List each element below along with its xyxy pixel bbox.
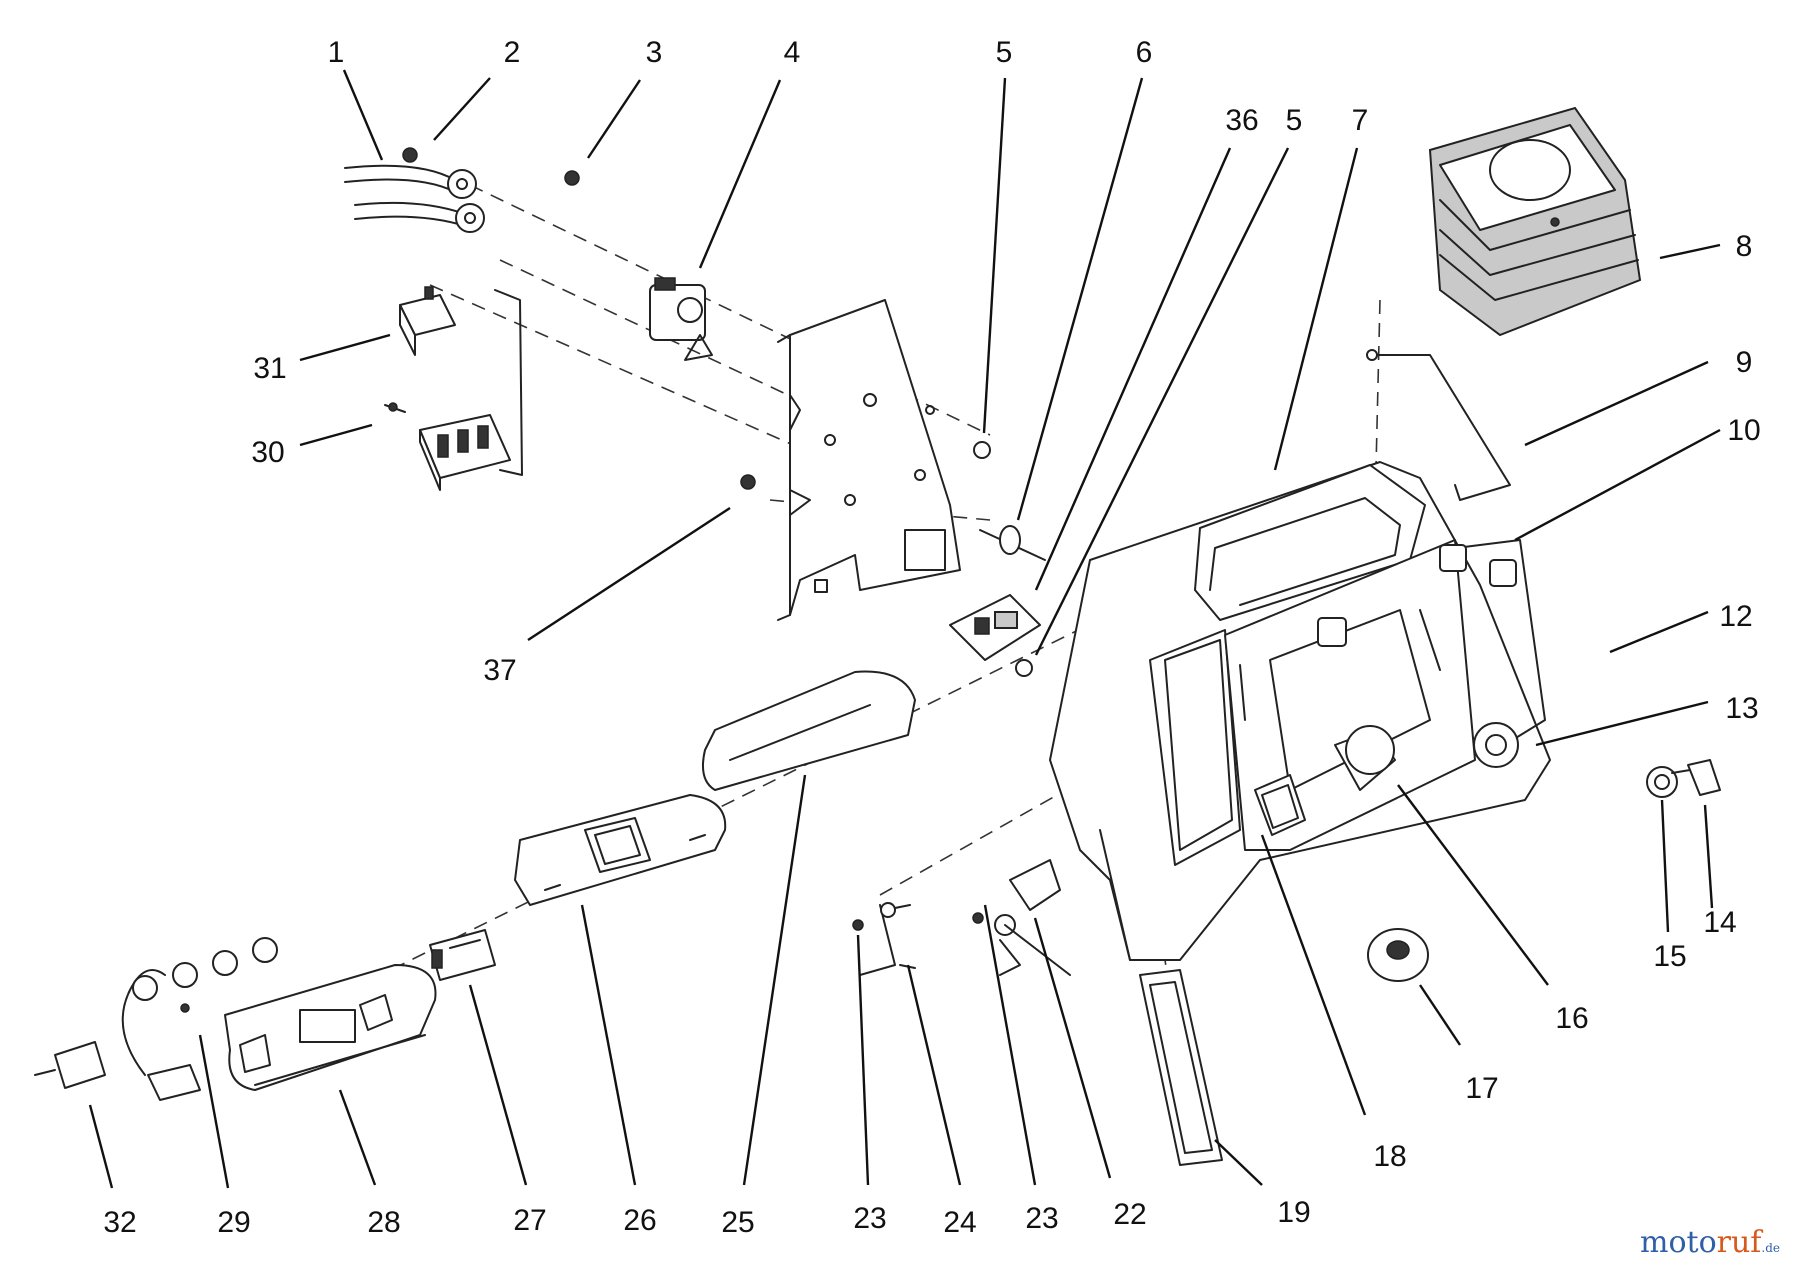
watermark-part2: ruf (1717, 1225, 1764, 1260)
callout-8: 8 (1736, 230, 1753, 263)
grommet (1646, 766, 1678, 798)
vent-strip (1139, 969, 1223, 1166)
small-bracket (147, 1003, 201, 1101)
light-lens (1254, 774, 1306, 836)
callout-27: 27 (513, 1204, 546, 1237)
rocker-switch (429, 929, 496, 981)
callout-18: 18 (1373, 1140, 1406, 1173)
callout-17: 17 (1465, 1072, 1498, 1105)
watermark-suffix: .de (1761, 1241, 1780, 1255)
screw (852, 919, 864, 931)
fuse-panel-outline (494, 289, 523, 476)
callout-36: 36 (1225, 104, 1258, 137)
callout-4: 4 (784, 36, 801, 69)
callout-29: 29 (217, 1206, 250, 1239)
lamp-socket (34, 937, 278, 1089)
leader-lines (88, 69, 1721, 1189)
knob (1367, 928, 1429, 982)
rod (1374, 354, 1511, 501)
lever-bracket (859, 902, 916, 976)
fuse-block (384, 402, 511, 491)
callout-24: 24 (943, 1206, 976, 1239)
dash-panel (1049, 461, 1551, 961)
callout-23-second: 23 (1025, 1202, 1058, 1235)
callout-7: 7 (1352, 104, 1369, 137)
callout-30: 30 (251, 436, 284, 469)
callout-32: 32 (103, 1206, 136, 1239)
callout-3: 3 (646, 36, 663, 69)
callout-16: 16 (1555, 1002, 1588, 1035)
screw (1015, 659, 1033, 677)
callout-25: 25 (721, 1206, 754, 1239)
callout-15: 15 (1653, 940, 1686, 973)
mounting-bracket (777, 299, 961, 621)
callout-19: 19 (1277, 1196, 1310, 1229)
trim-panel (702, 670, 916, 791)
hood-cover (1428, 106, 1642, 337)
wire-harness (344, 147, 485, 233)
callout-5-second: 5 (1286, 104, 1303, 137)
screw (973, 441, 991, 459)
callout-2: 2 (504, 36, 521, 69)
callout-23: 23 (853, 1202, 886, 1235)
ignition-switch (1334, 725, 1396, 791)
callout-13: 13 (1725, 692, 1758, 725)
relay (399, 286, 456, 356)
callout-numbers: 1 2 3 4 5 6 36 5 7 8 9 10 12 13 14 15 16… (103, 36, 1760, 1239)
callout-31: 31 (253, 352, 286, 385)
callout-14: 14 (1703, 906, 1736, 939)
callout-1: 1 (328, 36, 345, 69)
cable-grommet (979, 525, 1046, 561)
light-bar (224, 964, 437, 1091)
nut (740, 474, 756, 490)
callout-6: 6 (1136, 36, 1153, 69)
watermark-part1: moto (1640, 1225, 1717, 1260)
lever-assembly (994, 859, 1071, 976)
callout-9: 9 (1736, 346, 1753, 379)
nut (564, 170, 580, 186)
key (1671, 759, 1721, 796)
callout-37: 37 (483, 654, 516, 687)
callout-22: 22 (1113, 1198, 1146, 1231)
light-housing (514, 794, 727, 906)
watermark-logo: motoruf.de (1640, 1225, 1780, 1260)
switch (649, 277, 713, 361)
callout-28: 28 (367, 1206, 400, 1239)
svg-text:motoruf.de: motoruf.de (1640, 1225, 1780, 1260)
connector (949, 594, 1041, 661)
callout-12: 12 (1719, 600, 1752, 633)
callout-10: 10 (1727, 414, 1760, 447)
screw (972, 912, 984, 924)
callout-5: 5 (996, 36, 1013, 69)
callout-26: 26 (623, 1204, 656, 1237)
